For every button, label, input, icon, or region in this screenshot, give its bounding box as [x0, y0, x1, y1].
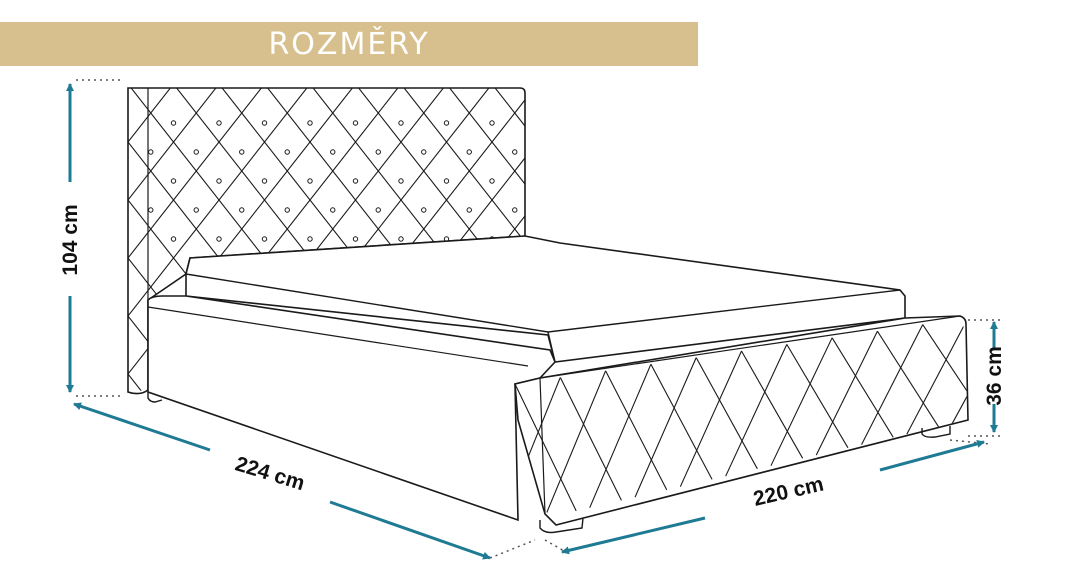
tuft-button	[375, 149, 381, 155]
tuft-seam	[679, 350, 743, 487]
tuft-button	[284, 207, 290, 213]
tuft-seam	[605, 370, 668, 491]
tuft-button	[466, 149, 472, 155]
tuft-button	[170, 178, 177, 184]
tuft-seam	[128, 88, 220, 392]
tuft-seam	[0, 84, 37, 432]
width-label: 220 cm	[751, 472, 826, 510]
length-arrow-right	[329, 500, 491, 560]
tuft-button	[352, 120, 359, 126]
tuft-seam	[997, 305, 1058, 413]
tuft-seam	[589, 363, 652, 508]
tuft-seam	[1059, 305, 1080, 385]
tuft-button	[421, 149, 427, 155]
tuft-seam	[725, 344, 788, 477]
tuft-seam	[861, 324, 924, 445]
tuft-button	[330, 207, 336, 213]
tuft-button	[193, 149, 199, 155]
bed-feet	[147, 392, 951, 534]
tuft-button	[261, 236, 268, 242]
tuft-button	[239, 149, 245, 155]
tuft-seam	[559, 377, 622, 501]
tuft-button	[489, 178, 495, 184]
tuft-seam	[1043, 298, 1080, 402]
tuft-button	[398, 178, 404, 184]
tuft-button	[512, 207, 518, 213]
tuft-seam	[227, 417, 288, 574]
title-banner	[0, 22, 698, 66]
tuft-seam	[515, 383, 577, 512]
tuft-seam	[182, 424, 243, 574]
tuft-button	[421, 207, 427, 213]
tuft-button	[466, 207, 472, 213]
tuft-button	[216, 120, 222, 126]
tuft-button	[443, 120, 450, 126]
tuft-button	[170, 120, 177, 126]
tuft-button	[170, 236, 177, 242]
tuft-button	[443, 178, 450, 184]
tuft-button	[352, 178, 359, 184]
page-title: ROZMĚRY	[268, 27, 430, 62]
frame-height-label: 36 cm	[983, 346, 1006, 406]
length-arrow-left	[73, 402, 211, 452]
tuft-seam	[951, 318, 968, 424]
tuft-seam	[906, 318, 968, 435]
tuft-seam	[1013, 311, 1074, 395]
tuft-seam	[741, 350, 804, 459]
tuft-seam	[876, 330, 940, 428]
tuft-seam	[0, 84, 37, 432]
tuft-button	[216, 236, 222, 242]
tuft-seam	[770, 337, 833, 466]
tuft-button	[489, 120, 495, 126]
tuft-seam	[831, 337, 894, 438]
tuft-button	[239, 207, 245, 213]
length-label: 224 cm	[232, 452, 307, 495]
tuft-button	[398, 120, 404, 126]
tuft-button	[216, 178, 222, 184]
tuft-seam	[128, 88, 311, 392]
width-arrow-right	[879, 439, 985, 472]
tuft-seam	[786, 344, 849, 449]
tuft-seam	[243, 424, 304, 574]
tuft-button	[307, 236, 313, 242]
tuft-button	[261, 178, 268, 184]
tuft-seam	[515, 377, 561, 525]
mattress	[185, 235, 906, 363]
tuft-button	[284, 149, 290, 155]
tuft-button	[148, 207, 154, 213]
tuft-button	[307, 178, 313, 184]
tuft-button	[398, 236, 404, 242]
tuft-button	[148, 149, 154, 155]
tuft-button	[375, 207, 381, 213]
tuft-seam	[922, 324, 968, 417]
tuft-button	[512, 149, 518, 155]
tuft-button	[193, 207, 199, 213]
tuft-seam	[650, 363, 713, 480]
dimension-arrows	[66, 83, 998, 560]
tuft-seam	[128, 88, 265, 392]
tuft-button	[352, 236, 359, 242]
tuft-button	[307, 120, 313, 126]
tuft-button	[261, 120, 268, 126]
tuft-button	[330, 149, 336, 155]
tuft-seam	[543, 370, 607, 519]
tuft-seam	[634, 357, 697, 498]
tuft-seam	[695, 357, 758, 470]
height-label: 104 cm	[59, 204, 82, 275]
width-arrow-left	[561, 516, 706, 555]
tuft-seam	[815, 330, 878, 456]
extension-lines	[76, 79, 1000, 559]
